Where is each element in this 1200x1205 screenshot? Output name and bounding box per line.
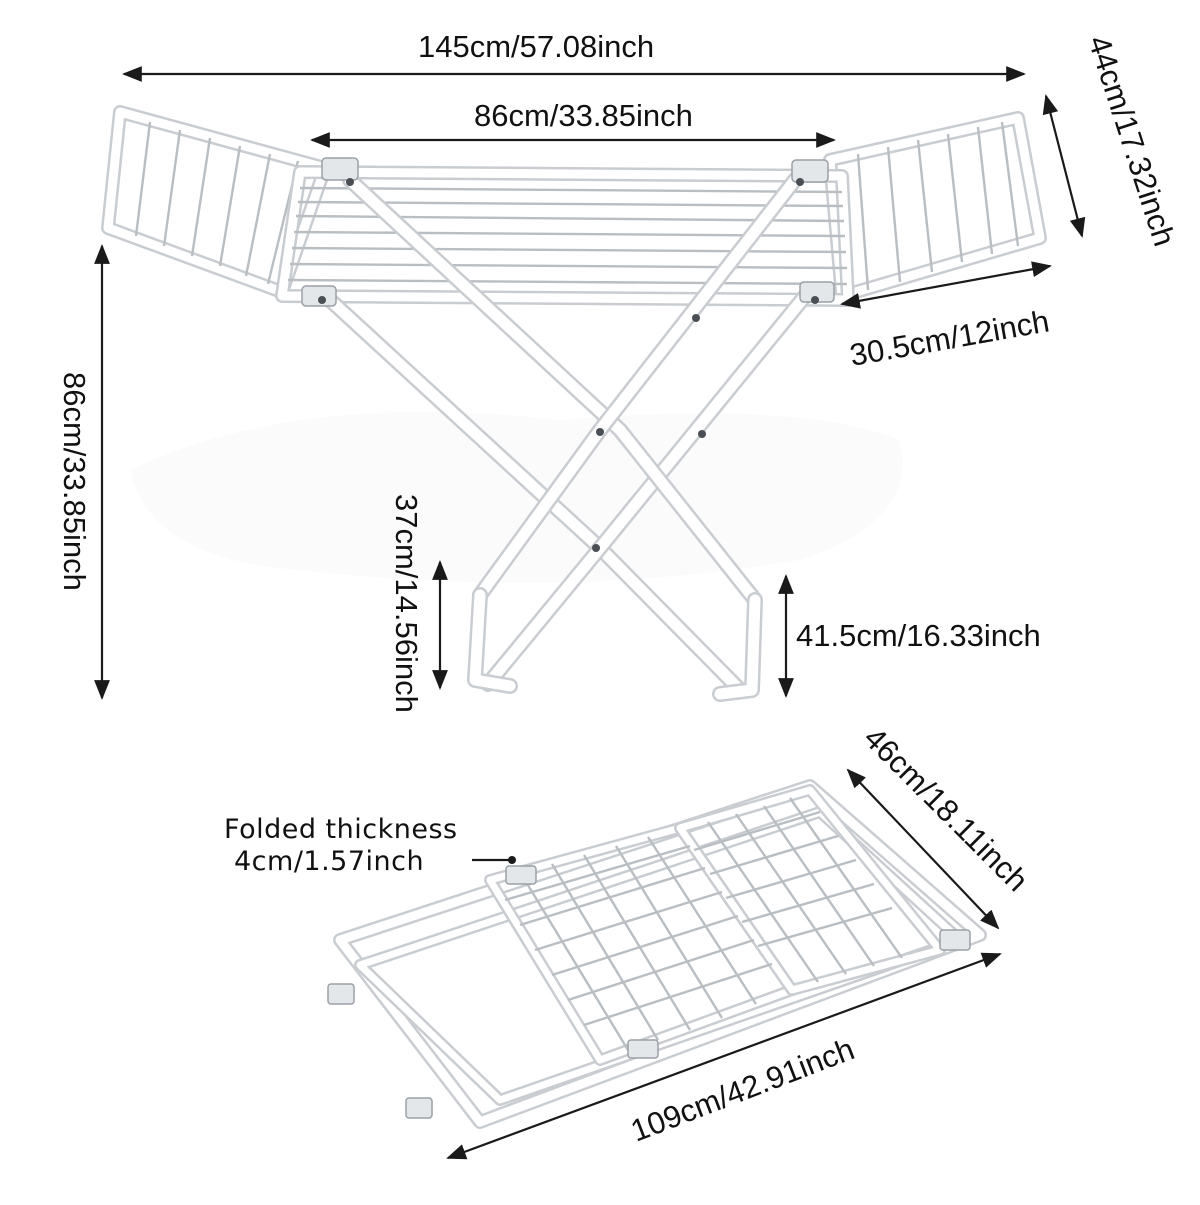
unfolded-rack (101, 105, 1047, 702)
leg-outer-height-label: 41.5cm/16.33inch (796, 618, 1041, 653)
folded-thickness-dot (508, 856, 516, 864)
center-width-label: 86cm/33.85inch (474, 98, 693, 133)
dimension-arrows (94, 66, 1086, 1160)
leg-inner-height-label: 37cm/14.56inch (389, 494, 424, 713)
dimension-labels: 145cm/57.08inch 86cm/33.85inch 44cm/17.3… (57, 29, 1182, 1149)
wing-depth-label: 30.5cm/12inch (847, 303, 1052, 372)
folded-width-arrow (846, 768, 1000, 930)
joints (301, 157, 835, 552)
folded-length-arrow (446, 952, 1002, 1160)
height-label: 86cm/33.85inch (57, 372, 92, 591)
wing-length-label: 44cm/17.32inch (1081, 31, 1182, 250)
folded-thickness-label: Folded thickness (224, 814, 458, 845)
wing-length-arrow (1042, 94, 1086, 238)
folded-thickness-value: 4cm/1.57inch (234, 846, 424, 877)
wing-depth-arrow (840, 261, 1052, 309)
total-width-label: 145cm/57.08inch (418, 29, 654, 64)
right-wing (823, 111, 1047, 303)
